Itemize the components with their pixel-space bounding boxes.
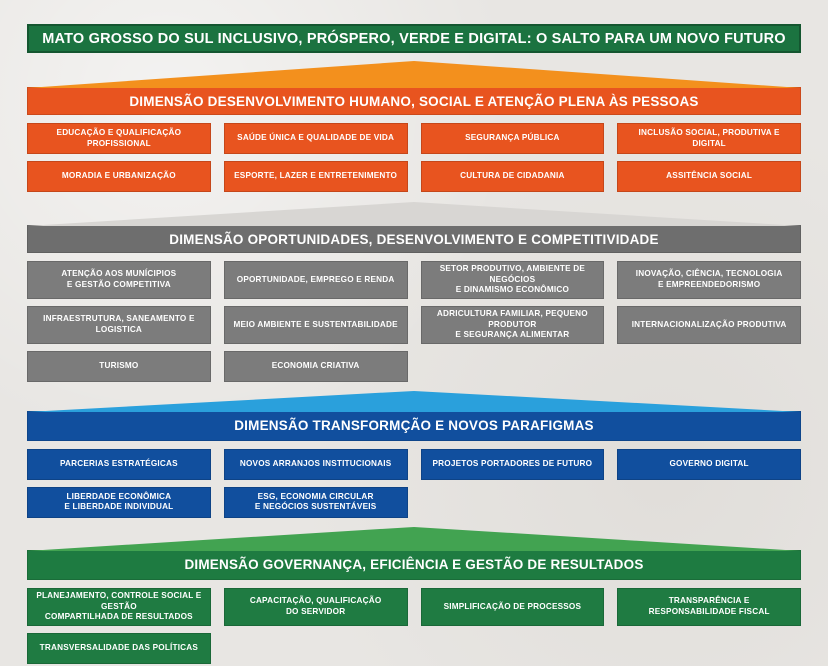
topic-grid: ATENÇÃO AOS MUNÍCIPIOS E GESTÃO COMPETIT… [27, 261, 801, 382]
topic-box: ESPORTE, LAZER E ENTRETENIMENTO [223, 161, 408, 192]
topic-box: TRANSVERSALIDADE DAS POLÍTICAS [27, 632, 211, 664]
topic-box: ASSITÊNCIA SOCIAL [617, 161, 801, 192]
vision-banner: MATO GROSSO DO SUL INCLUSIVO, PRÓSPERO, … [27, 24, 801, 53]
topic-box: INCLUSÃO SOCIAL, PRODUTIVA E DIGITAL [617, 123, 801, 154]
topic-box: MORADIA E URBANIZAÇÃO [27, 161, 211, 192]
topic-box: ESG, ECONOMIA CIRCULAR E NEGÓCIOS SUSTEN… [223, 486, 408, 518]
topic-box: TRANSPARÊNCIA E RESPONSABILIDADE FISCAL [617, 587, 801, 626]
topic-box: CULTURA DE CIDADANIA [420, 161, 605, 192]
topic-box: INOVAÇÃO, CIÊNCIA, TECNOLOGIA E EMPREEND… [617, 261, 801, 299]
dimension-header: DIMENSÃO TRANSFORMÇÃO E NOVOS PARAFIGMAS [27, 410, 801, 441]
dimension-header: DIMENSÃO OPORTUNIDADES, DESENVOLVIMENTO … [27, 225, 801, 253]
topic-box: ECONOMIA CRIATIVA [223, 350, 408, 382]
dimension-header: DIMENSÃO GOVERNANÇA, EFICIÊNCIA E GESTÃO… [27, 549, 801, 580]
topic-box: TURISMO [27, 350, 211, 382]
topic-box: CAPACITAÇÃO, QUALIFICAÇÃO DO SERVIDOR [223, 587, 408, 626]
topic-box: EDUCAÇÃO E QUALIFICAÇÃO PROFISSIONAL [27, 123, 211, 154]
topic-box: NOVOS ARRANJOS INSTITUCIONAIS [223, 448, 408, 480]
topic-box: ADRICULTURA FAMILIAR, PEQUENO PRODUTOR E… [420, 305, 605, 344]
pyramid-triangle [27, 61, 801, 88]
section-governanca: DIMENSÃO GOVERNANÇA, EFICIÊNCIA E GESTÃO… [27, 526, 801, 664]
topic-box: PLANEJAMENTO, CONTROLE SOCIAL E GESTÃO C… [27, 587, 211, 626]
pyramid-triangle [27, 526, 801, 551]
topic-box: INTERNACIONALIZAÇÃO PRODUTIVA [617, 305, 801, 344]
topic-box: PROJETOS PORTADORES DE FUTURO [420, 448, 605, 480]
pyramid-triangle [27, 390, 801, 412]
topic-box: SETOR PRODUTIVO, AMBIENTE DE NEGÓCIOS E … [420, 261, 605, 299]
dimension-header: DIMENSÃO DESENVOLVIMENTO HUMANO, SOCIAL … [27, 87, 801, 115]
section-desenvolvimento-humano: DIMENSÃO DESENVOLVIMENTO HUMANO, SOCIAL … [27, 61, 801, 192]
topic-grid: PARCERIAS ESTRATÉGICAS NOVOS ARRANJOS IN… [27, 448, 801, 518]
topic-box: OPORTUNIDADE, EMPREGO E RENDA [223, 261, 408, 299]
topic-box: SAÚDE ÚNICA E QUALIDADE DE VIDA [223, 123, 408, 154]
topic-box: SEGURANÇA PÚBLICA [420, 123, 605, 154]
topic-box: INFRAESTRUTURA, SANEAMENTO E LOGISTICA [27, 305, 211, 344]
section-oportunidades: DIMENSÃO OPORTUNIDADES, DESENVOLVIMENTO … [27, 202, 801, 382]
topic-box: LIBERDADE ECONÔMICA E LIBERDADE INDIVIDU… [27, 486, 211, 518]
topic-box: GOVERNO DIGITAL [617, 448, 801, 480]
topic-box: MEIO AMBIENTE E SUSTENTABILIDADE [223, 305, 408, 344]
section-transformacao: DIMENSÃO TRANSFORMÇÃO E NOVOS PARAFIGMAS… [27, 390, 801, 518]
topic-box: PARCERIAS ESTRATÉGICAS [27, 448, 211, 480]
topic-grid: PLANEJAMENTO, CONTROLE SOCIAL E GESTÃO C… [27, 587, 801, 664]
topic-box: SIMPLIFICAÇÃO DE PROCESSOS [420, 587, 605, 626]
topic-grid: EDUCAÇÃO E QUALIFICAÇÃO PROFISSIONAL SAÚ… [27, 123, 801, 192]
topic-box: ATENÇÃO AOS MUNÍCIPIOS E GESTÃO COMPETIT… [27, 261, 211, 299]
pyramid-triangle [27, 202, 801, 226]
